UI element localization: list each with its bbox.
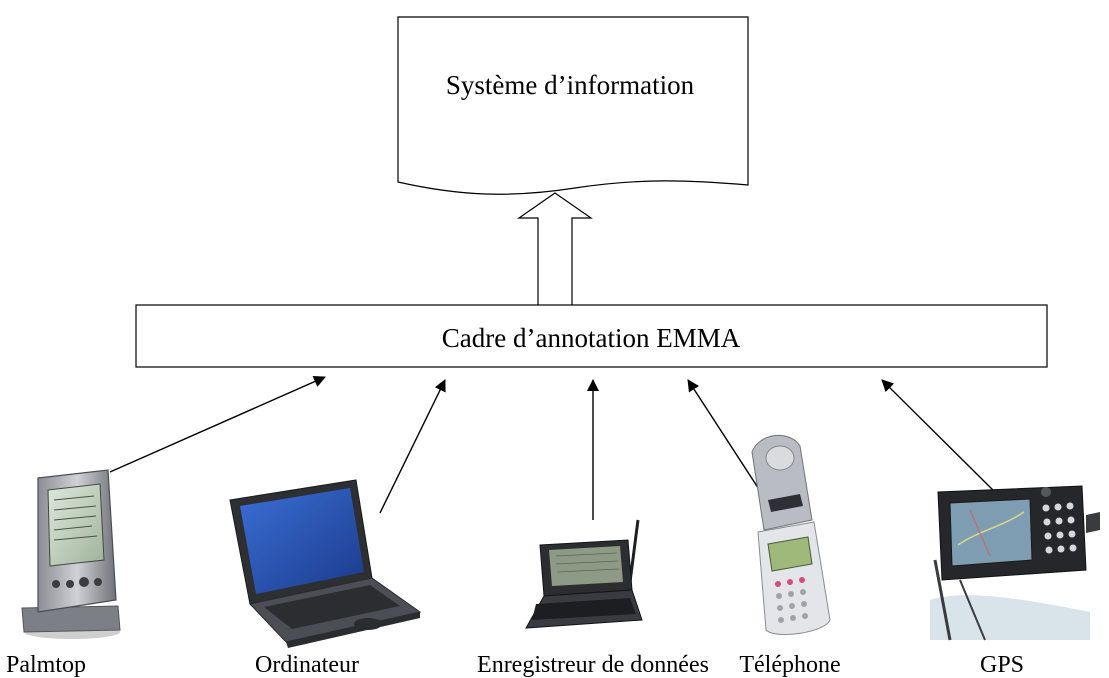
gps-icon — [930, 485, 1100, 641]
device-label-enregistreur: Enregistreur de données — [477, 652, 709, 678]
device-label-telephone: Téléphone — [739, 652, 840, 678]
information-system-label: Système d’information — [446, 70, 695, 100]
palmtop-icon — [21, 469, 121, 639]
emma-annotation-frame-label: Cadre d’annotation EMMA — [442, 323, 741, 353]
device-label-ordinateur: Ordinateur — [255, 652, 359, 678]
arrow-gps — [881, 379, 1001, 498]
emma-to-information-system-arrow — [517, 192, 593, 305]
phone-icon — [751, 434, 831, 636]
data-recorder-icon — [525, 519, 643, 629]
emma-annotation-frame-box: Cadre d’annotation EMMA — [135, 304, 1048, 368]
information-system-document: Système d’information — [397, 16, 749, 195]
arrow-palmtop — [109, 375, 326, 473]
device-arrows — [109, 375, 1001, 520]
device-labels: Palmtop Ordinateur Enregistreur de donné… — [6, 652, 1024, 678]
device-label-palmtop: Palmtop — [6, 652, 86, 678]
arrow-ordinateur — [379, 379, 446, 514]
laptop-icon — [229, 479, 422, 648]
device-label-gps: GPS — [980, 652, 1024, 678]
